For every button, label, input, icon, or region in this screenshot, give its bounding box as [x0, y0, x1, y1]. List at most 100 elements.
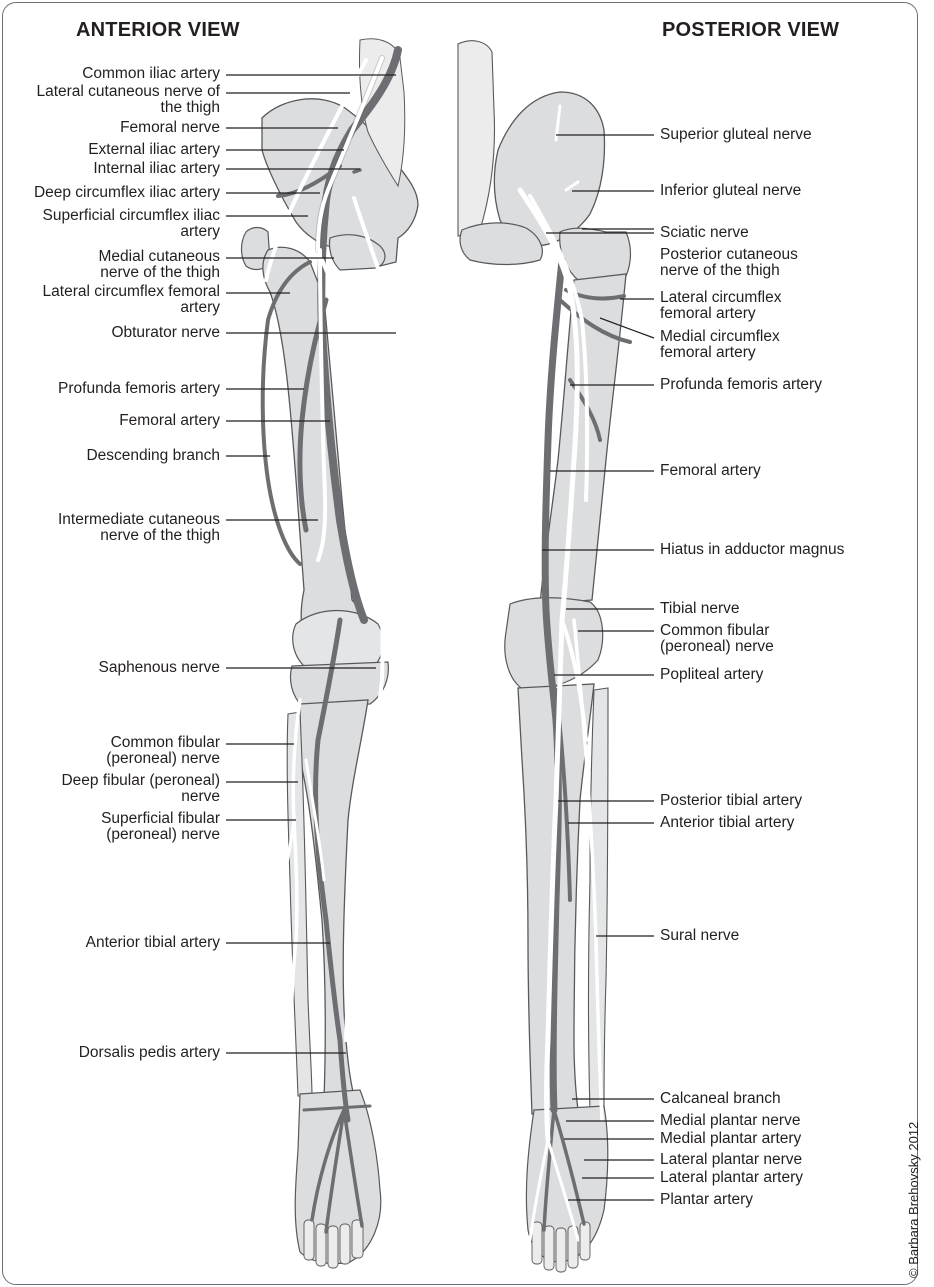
posterior-label-0: Superior gluteal nerve — [660, 127, 812, 143]
anterior-label-16-line-1: nerve — [61, 789, 220, 805]
anterior-label-8-line-1: artery — [43, 300, 220, 316]
anterior-label-4-line-0: Internal iliac artery — [93, 161, 220, 177]
posterior-label-19-line-0: Lateral plantar artery — [660, 1170, 803, 1186]
posterior-label-2-line-0: Sciatic nerve — [660, 225, 749, 241]
anterior-label-3-line-0: External iliac artery — [88, 142, 220, 158]
anterior-label-0-line-0: Common iliac artery — [82, 66, 220, 82]
anterior-label-1-line-1: the thigh — [36, 100, 220, 116]
posterior-leg-illustration — [458, 41, 631, 1272]
posterior-label-2: Sciatic nerve — [660, 225, 749, 241]
posterior-label-13-line-0: Anterior tibial artery — [660, 815, 794, 831]
anterior-label-5: Deep circumflex iliac artery — [34, 185, 220, 201]
posterior-label-4-line-0: Lateral circumflex — [660, 290, 781, 306]
posterior-label-3-line-0: Posterior cutaneous — [660, 247, 798, 263]
posterior-label-14: Sural nerve — [660, 928, 739, 944]
posterior-label-12-line-0: Posterior tibial artery — [660, 793, 802, 809]
anterior-label-13-line-1: nerve of the thigh — [58, 528, 220, 544]
posterior-label-11: Popliteal artery — [660, 667, 763, 683]
posterior-label-8: Hiatus in adductor magnus — [660, 542, 844, 558]
posterior-label-10: Common fibular(peroneal) nerve — [660, 623, 774, 655]
posterior-label-15: Calcaneal branch — [660, 1091, 781, 1107]
anterior-label-7-line-1: nerve of the thigh — [99, 265, 221, 281]
anterior-label-14-line-0: Saphenous nerve — [98, 660, 220, 676]
posterior-vertebrae — [458, 41, 494, 236]
anterior-label-11: Femoral artery — [119, 413, 220, 429]
posterior-label-16-line-0: Medial plantar nerve — [660, 1113, 800, 1129]
posterior-pelvis — [494, 92, 604, 246]
posterior-label-14-line-0: Sural nerve — [660, 928, 739, 944]
posterior-label-0-line-0: Superior gluteal nerve — [660, 127, 812, 143]
anterior-label-2: Femoral nerve — [120, 120, 220, 136]
anterior-label-9: Obturator nerve — [111, 325, 220, 341]
anterior-label-9-line-0: Obturator nerve — [111, 325, 220, 341]
posterior-label-10-line-0: Common fibular — [660, 623, 774, 639]
anterior-label-0: Common iliac artery — [82, 66, 220, 82]
posterior-view-title: POSTERIOR VIEW — [662, 19, 839, 42]
anterior-leg-illustration — [242, 39, 419, 1268]
posterior-label-7-line-0: Femoral artery — [660, 463, 761, 479]
anterior-label-2-line-0: Femoral nerve — [120, 120, 220, 136]
anterior-label-1-line-0: Lateral cutaneous nerve of — [36, 84, 220, 100]
anterior-label-19-line-0: Dorsalis pedis artery — [79, 1045, 220, 1061]
anterior-label-18: Anterior tibial artery — [86, 935, 220, 951]
anterior-label-10: Profunda femoris artery — [58, 381, 220, 397]
anterior-label-17-line-1: (peroneal) nerve — [101, 827, 220, 843]
posterior-label-5-line-0: Medial circumflex — [660, 329, 780, 345]
posterior-label-6: Profunda femoris artery — [660, 377, 822, 393]
anterior-label-3: External iliac artery — [88, 142, 220, 158]
anterior-label-19: Dorsalis pedis artery — [79, 1045, 220, 1061]
posterior-label-13: Anterior tibial artery — [660, 815, 794, 831]
anterior-label-14: Saphenous nerve — [98, 660, 220, 676]
posterior-label-9: Tibial nerve — [660, 601, 740, 617]
anterior-label-15-line-0: Common fibular — [106, 735, 220, 751]
anterior-label-15: Common fibular(peroneal) nerve — [106, 735, 220, 767]
anterior-label-18-line-0: Anterior tibial artery — [86, 935, 220, 951]
posterior-label-11-line-0: Popliteal artery — [660, 667, 763, 683]
anterior-label-16-line-0: Deep fibular (peroneal) — [61, 773, 220, 789]
copyright-notice: © Barbara Brehovsky 2012 — [906, 1122, 921, 1278]
anterior-label-6-line-1: artery — [43, 224, 220, 240]
posterior-label-18: Lateral plantar nerve — [660, 1152, 802, 1168]
posterior-label-20: Plantar artery — [660, 1192, 753, 1208]
anterior-label-8-line-0: Lateral circumflex femoral — [43, 284, 220, 300]
posterior-label-12: Posterior tibial artery — [660, 793, 802, 809]
anterior-label-16: Deep fibular (peroneal)nerve — [61, 773, 220, 805]
posterior-label-9-line-0: Tibial nerve — [660, 601, 740, 617]
posterior-label-3-line-1: nerve of the thigh — [660, 263, 798, 279]
posterior-label-17: Medial plantar artery — [660, 1131, 801, 1147]
anterior-label-13-line-0: Intermediate cutaneous — [58, 512, 220, 528]
posterior-label-1: Inferior gluteal nerve — [660, 183, 801, 199]
posterior-label-20-line-0: Plantar artery — [660, 1192, 753, 1208]
anterior-view-title: ANTERIOR VIEW — [76, 19, 240, 42]
anterior-label-17: Superficial fibular(peroneal) nerve — [101, 811, 220, 843]
posterior-label-4-line-1: femoral artery — [660, 306, 781, 322]
posterior-label-10-line-1: (peroneal) nerve — [660, 639, 774, 655]
posterior-label-19: Lateral plantar artery — [660, 1170, 803, 1186]
posterior-label-1-line-0: Inferior gluteal nerve — [660, 183, 801, 199]
anterior-label-12: Descending branch — [86, 448, 220, 464]
anterior-label-12-line-0: Descending branch — [86, 448, 220, 464]
anterior-label-17-line-0: Superficial fibular — [101, 811, 220, 827]
anterior-label-15-line-1: (peroneal) nerve — [106, 751, 220, 767]
anterior-label-11-line-0: Femoral artery — [119, 413, 220, 429]
anterior-label-7-line-0: Medial cutaneous — [99, 249, 221, 265]
anterior-label-4: Internal iliac artery — [93, 161, 220, 177]
posterior-label-7: Femoral artery — [660, 463, 761, 479]
anterior-label-6-line-0: Superficial circumflex iliac — [43, 208, 220, 224]
posterior-label-5-line-1: femoral artery — [660, 345, 780, 361]
anterior-toes — [304, 1220, 363, 1268]
posterior-toes — [532, 1222, 590, 1272]
posterior-label-8-line-0: Hiatus in adductor magnus — [660, 542, 844, 558]
posterior-label-15-line-0: Calcaneal branch — [660, 1091, 781, 1107]
posterior-label-6-line-0: Profunda femoris artery — [660, 377, 822, 393]
posterior-label-16: Medial plantar nerve — [660, 1113, 800, 1129]
posterior-label-18-line-0: Lateral plantar nerve — [660, 1152, 802, 1168]
